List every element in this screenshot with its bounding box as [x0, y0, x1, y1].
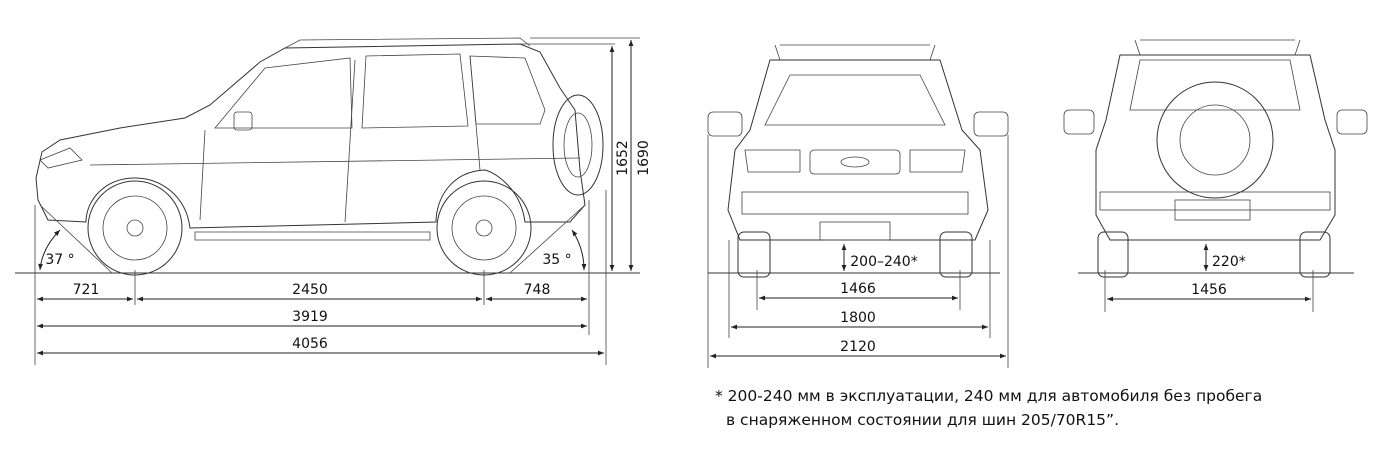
- length-total-label: 4056: [292, 336, 328, 352]
- front-clearance-label: 200–240*: [850, 254, 917, 270]
- departure-angle-label: 35 °: [542, 252, 571, 268]
- footnote-line-2: в снаряженном состоянии для шин 205/70R1…: [726, 411, 1119, 429]
- footnote-line-1: * 200-240 мм в эксплуатации, 240 мм для …: [715, 387, 1263, 405]
- width-label: 1800: [840, 310, 876, 326]
- right-mirror: [1336, 109, 1368, 135]
- height-roof-label: 1652: [615, 140, 631, 176]
- rear-wheel: [436, 180, 532, 276]
- length-body-label: 3919: [292, 309, 328, 325]
- wheelbase-label: 2450: [292, 282, 328, 298]
- width-mirrors-label: 2120: [840, 339, 876, 355]
- spare-tire: [552, 94, 604, 196]
- approach-angle-label: 37 °: [45, 252, 74, 268]
- right-mirror: [973, 111, 1009, 137]
- spare-tire: [1156, 81, 1274, 199]
- left-mirror: [1063, 109, 1095, 135]
- rear-track-label: 1456: [1191, 282, 1227, 298]
- rear-clearance-label: 220*: [1212, 254, 1246, 270]
- side-dimension-lines: [34, 37, 640, 365]
- rear-overhang-label: 748: [524, 282, 551, 298]
- side-view-car: [15, 37, 640, 276]
- front-overhang-label: 721: [73, 282, 100, 298]
- front-wheel: [87, 180, 183, 276]
- rear-view-car: [1063, 39, 1368, 278]
- front-view-car: [707, 44, 1009, 278]
- front-dimension-lines: [707, 135, 1009, 368]
- front-track-label: 1466: [840, 281, 876, 297]
- rear-dimension-lines: [1104, 244, 1314, 312]
- left-mirror: [707, 111, 743, 137]
- height-rails-label: 1690: [636, 140, 652, 176]
